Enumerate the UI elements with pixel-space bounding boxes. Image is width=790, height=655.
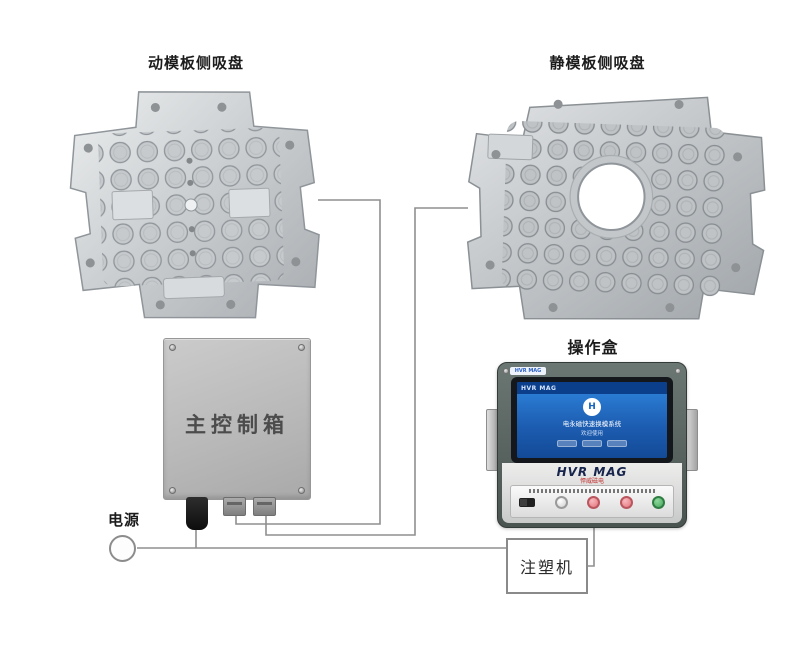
front-panel: HVR MAG 悍威磁电 (502, 463, 682, 523)
wire-moving-platen-to-controller (235, 199, 381, 525)
screw-icon (298, 344, 305, 351)
brand-subtext: 悍威磁电 (579, 478, 604, 485)
center-bolt-column (186, 157, 196, 257)
panel-microtext (528, 489, 656, 493)
screw-icon (503, 368, 509, 374)
main-control-box: 主控制箱 (163, 338, 311, 500)
keeper-plate-right (228, 187, 271, 219)
panel-button-white (554, 496, 568, 509)
power-switch-icon (519, 498, 535, 507)
panel-button-red-2 (619, 496, 633, 509)
connector-port-2 (253, 497, 276, 516)
moving-platen-label: 动模板侧吸盘 (147, 54, 244, 72)
injection-machine-label: 注塑机 (519, 558, 574, 577)
screw-icon (675, 368, 681, 374)
power-label: 电源 (107, 511, 140, 529)
static-platen-graphic (466, 96, 766, 320)
soft-button (557, 440, 577, 447)
center-hole (184, 198, 198, 212)
brand-chip: HVR MAG (510, 367, 546, 375)
wire-static-platen-to-controller (265, 207, 468, 536)
button-panel (510, 485, 674, 518)
main-control-box-title: 主控制箱 (185, 413, 289, 437)
bolt-holes (485, 99, 743, 313)
soft-button (582, 440, 602, 447)
static-platen-label: 静模板侧吸盘 (549, 54, 646, 72)
screw-icon (298, 487, 305, 494)
keeper-plate-left (111, 189, 154, 221)
moving-platen-graphic (69, 91, 320, 319)
brand-text: HVR MAG (556, 465, 628, 479)
panel-button-green (652, 496, 665, 509)
locating-ring-hole (577, 162, 646, 232)
injection-machine-box: 注塑机 (506, 538, 588, 594)
screw-icon (169, 344, 176, 351)
soft-button (607, 440, 627, 447)
screen-header-bar: HVR MAG (517, 382, 667, 394)
screen-header-text: HVR MAG (521, 384, 557, 392)
brand-block: HVR MAG 悍威磁电 (502, 463, 682, 485)
screen-subtitle: 欢迎使用 (580, 431, 603, 437)
screen-bezel: HVR MAG H 电永磁快速换模系统 欢迎使用 (511, 377, 673, 463)
operation-box-label: 操作盒 (567, 338, 619, 357)
bolt-holes (83, 102, 301, 310)
operation-box-device: HVR MAG HVR MAG H 电永磁快速换模系统 欢迎使用 HVR MAG… (497, 362, 687, 528)
keeper-plate-bottom (162, 276, 225, 300)
wire-power-to-controller (137, 530, 506, 549)
panel-buttons-row (511, 495, 673, 510)
cable-gland (186, 497, 208, 530)
screw-icon (169, 487, 176, 494)
touch-screen: HVR MAG H 电永磁快速换模系统 欢迎使用 (517, 382, 667, 458)
panel-button-red-1 (587, 496, 600, 509)
power-node (109, 535, 136, 562)
wire-operation-box-to-machine (588, 528, 595, 567)
screen-soft-buttons (517, 440, 667, 447)
screen-title: 电永磁快速换模系统 (562, 420, 622, 428)
connector-port-1 (223, 497, 246, 516)
brand-logo-icon: H (583, 398, 601, 416)
